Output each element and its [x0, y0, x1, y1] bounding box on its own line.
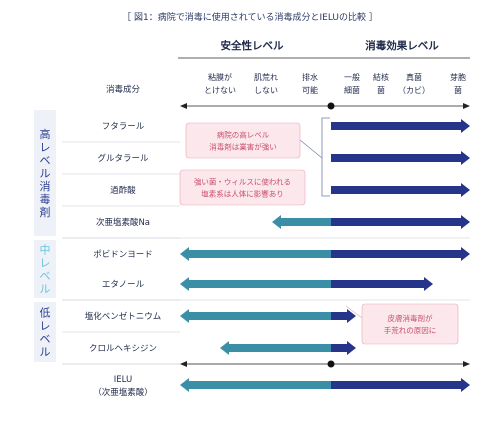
component-name: フタラール — [102, 122, 145, 132]
safety-bar — [272, 215, 331, 229]
effect-bar — [331, 183, 470, 197]
note-skin-line2: 手荒れの原因に — [384, 325, 437, 335]
component-name: クロルヘキシジン — [89, 344, 157, 354]
axis-arrow-right — [463, 103, 470, 109]
effect-bar — [331, 341, 356, 355]
component-name: 次亜塩素酸Na — [96, 217, 150, 228]
axis-center-dot — [327, 102, 335, 110]
effect-column-label: 真菌 — [406, 72, 422, 82]
safety-column-label: とけない — [204, 86, 236, 95]
effect-header: 消毒効果レベル — [365, 39, 439, 52]
effect-bar — [331, 277, 433, 291]
axis-arrow-left — [180, 361, 187, 367]
group-label-char: ベ — [40, 333, 51, 346]
component-name: 過酢酸 — [110, 185, 136, 196]
group-label-char: ル — [40, 167, 51, 180]
chart-title: ［ 図1：病院で消毒に使用されている消毒成分とIELUの比較 ］ — [122, 11, 378, 23]
group-label-char: 毒 — [40, 193, 51, 206]
safety-header: 安全性レベル — [221, 39, 284, 52]
group-label-char: レ — [40, 141, 51, 154]
row-2: グルタラール — [97, 151, 470, 165]
group-band — [34, 240, 56, 298]
effect-column-label: 細菌 — [344, 85, 360, 95]
note-high-toxicity-line2: 消毒剤は業害が強い — [209, 142, 277, 152]
component-name: グルタラール — [97, 153, 149, 164]
component-column-header: 消毒成分 — [106, 84, 141, 95]
group-label-char: 高 — [40, 127, 51, 141]
row-1: フタラール — [102, 119, 470, 133]
note-chlorine-box — [179, 169, 306, 206]
note-high-toxicity-line1: 病院の高レベル — [217, 130, 270, 140]
axis-arrow-right — [463, 361, 470, 367]
effect-bar — [331, 215, 470, 229]
note-pointer-line — [299, 139, 323, 159]
effect-column-label: 芽胞 — [450, 72, 466, 82]
effect-column-label: 一般 — [344, 72, 360, 82]
group-band — [34, 110, 56, 236]
group-label-char: ベ — [40, 154, 51, 167]
group-label-char: ベ — [40, 270, 51, 283]
group-label-char: 消 — [40, 179, 51, 193]
effect-column-label: 菌 — [454, 85, 462, 95]
note-high-toxicity-box — [185, 122, 301, 159]
effect-bar — [331, 151, 470, 165]
axes — [180, 102, 470, 368]
group-band — [34, 302, 56, 362]
effect-column-label: （カビ） — [398, 86, 430, 95]
axis-arrow-left — [180, 103, 187, 109]
component-name: 塩化ベンゼトニウム — [85, 311, 162, 322]
safety-column-label: 肌荒れ — [254, 72, 278, 82]
effect-bar — [331, 247, 470, 261]
group-label-char: 低 — [40, 307, 51, 320]
row-3: 過酢酸 — [110, 183, 470, 197]
effect-bar — [331, 119, 470, 133]
row-6: エタノール — [102, 277, 433, 291]
safety-bar — [180, 378, 331, 392]
group-label-char: レ — [40, 320, 51, 333]
annotations: 病院の高レベル消毒剤は業害が強い強い菌・ウィルスに使われる塩素系は人体に影響あり… — [179, 122, 459, 345]
note-chlorine-line2: 塩素系は人体に影響あり — [201, 189, 284, 199]
safety-bar — [180, 247, 331, 261]
group-label-char: ル — [40, 346, 51, 359]
row-8: クロルヘキシジン — [89, 341, 356, 355]
safety-bar — [220, 341, 331, 355]
group-label-char: レ — [40, 257, 51, 270]
row-5: ポビドンヨード — [93, 247, 470, 261]
safety-column-label: しない — [254, 86, 278, 95]
safety-column-label: 可能 — [302, 85, 318, 95]
note-skin-pointer — [345, 305, 363, 319]
axis-center-dot — [327, 360, 335, 368]
row-7: 塩化ベンゼトニウム — [85, 309, 356, 323]
effect-column-label: 菌 — [377, 85, 385, 95]
safety-column-label: 粘膜が — [208, 72, 232, 82]
safety-bar — [180, 309, 331, 323]
component-name: ポビドンヨード — [93, 250, 153, 260]
effect-column-label: 結核 — [373, 72, 389, 82]
note-chlorine-line1: 強い菌・ウィルスに使われる — [194, 177, 291, 187]
safety-column-label: 排水 — [302, 72, 318, 82]
note-skin-line1: 皮膚消毒剤が — [388, 313, 433, 323]
row-4: 次亜塩素酸Na — [96, 215, 470, 229]
row-9: IELU （次亜塩素酸） — [93, 375, 470, 398]
note-skin-box — [361, 303, 459, 345]
effect-bar — [331, 309, 356, 323]
group-label-char: 中 — [40, 244, 51, 257]
group-label-char: 剤 — [40, 205, 51, 219]
group-label-char: ル — [40, 283, 51, 296]
component-name-sub: （次亜塩素酸） — [93, 387, 153, 398]
component-name: エタノール — [102, 280, 145, 290]
high-level-bracket — [321, 117, 330, 197]
component-name: IELU — [114, 375, 132, 385]
safety-bar — [180, 277, 331, 291]
effect-bar — [331, 378, 470, 392]
